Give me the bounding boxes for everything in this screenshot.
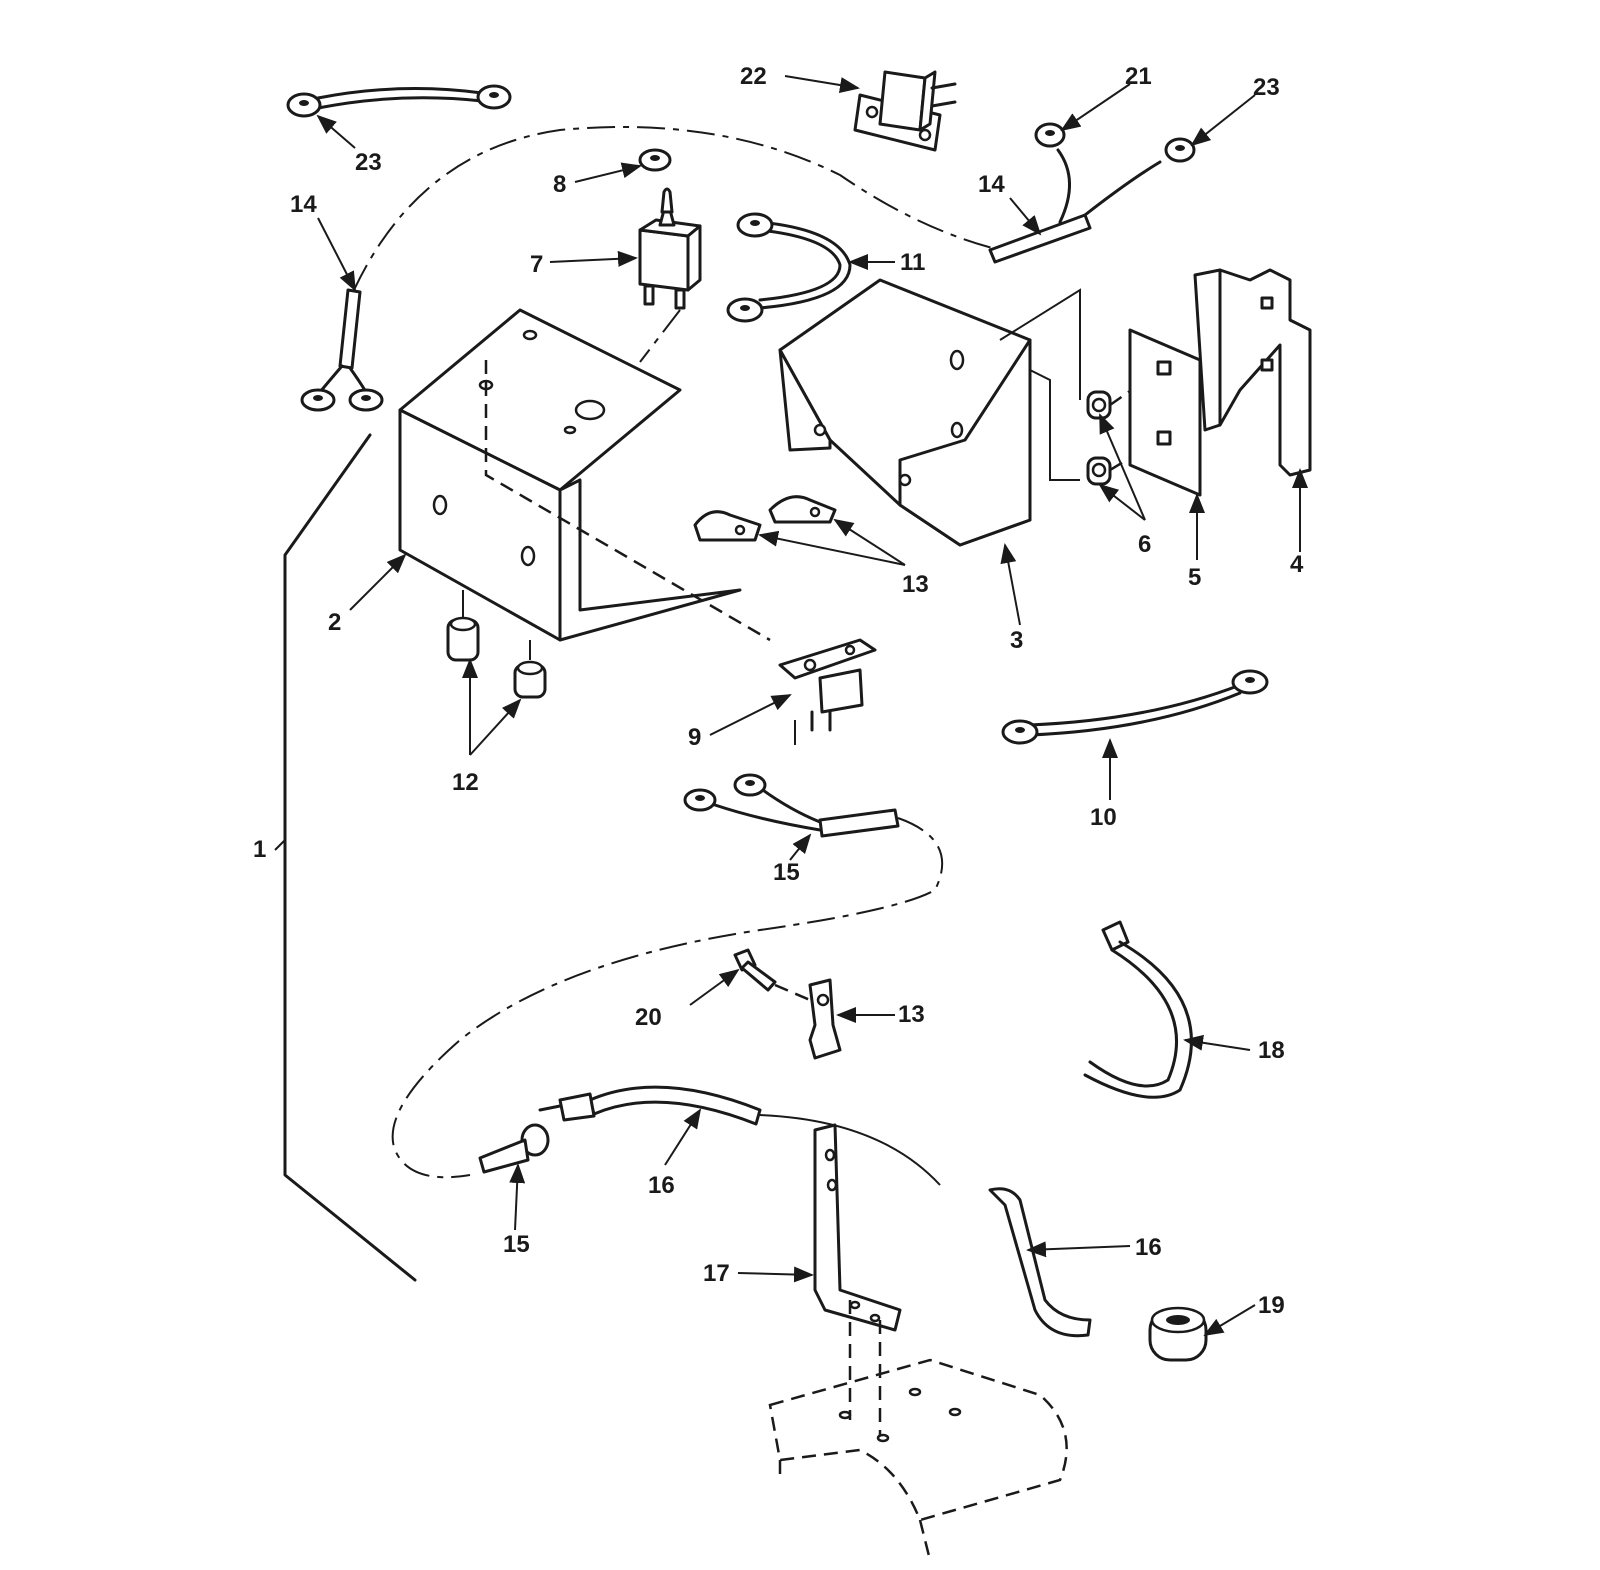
callout-15-upper: 15 <box>773 859 800 886</box>
callout-10: 10 <box>1090 804 1117 831</box>
wire-route-14 <box>353 126 1001 291</box>
assembly-bracket-line-1 <box>283 433 417 1282</box>
callout-2: 2 <box>328 609 341 636</box>
grommet-12 <box>446 590 547 699</box>
callout-23-right: 23 <box>1253 74 1280 101</box>
relay-22 <box>853 70 957 152</box>
mount-line-2 <box>484 360 771 642</box>
callout-16-left: 16 <box>648 1172 675 1199</box>
callout-3: 3 <box>1010 627 1023 654</box>
bracket-17 <box>813 1123 902 1332</box>
mount-line-3b <box>1029 369 1080 481</box>
callout-14-right: 14 <box>978 171 1005 198</box>
strap-20 <box>1083 920 1193 1099</box>
callout-13-pair: 13 <box>902 571 929 598</box>
grommet-19 <box>1148 1306 1208 1362</box>
callout-1: 1 <box>253 836 266 863</box>
callout-5: 5 <box>1188 564 1201 591</box>
callout-22: 22 <box>740 63 767 90</box>
callout-18: 20 <box>635 1004 662 1031</box>
callout-15-lower: 15 <box>503 1231 530 1258</box>
clamp-13-pair <box>693 495 837 542</box>
wiring-harness-14-right <box>988 122 1196 264</box>
relay-9 <box>778 638 877 745</box>
callout-20: 18 <box>1258 1037 1285 1064</box>
wire-route-16 <box>759 1114 941 1186</box>
callout-4: 4 <box>1290 551 1304 578</box>
washer-8 <box>638 148 672 172</box>
callout-6: 6 <box>1138 531 1151 558</box>
switch-mount-line <box>639 309 681 363</box>
cable-10 <box>1001 669 1269 745</box>
callout-19: 19 <box>1258 1292 1285 1319</box>
wiring-harness-16 <box>478 1085 762 1174</box>
callout-17: 17 <box>703 1260 730 1287</box>
leader-lines <box>274 75 1308 1337</box>
wiring-harness-14-left <box>300 288 384 412</box>
bracket-2 <box>398 308 742 642</box>
callout-9: 9 <box>688 724 701 751</box>
bolt-line-18 <box>774 983 811 1002</box>
callout-21: 21 <box>1125 63 1152 90</box>
callout-11: 11 <box>900 249 925 276</box>
plate-5 <box>1128 328 1202 497</box>
callout-16-right: 16 <box>1135 1234 1162 1261</box>
wiring-harness-15-upper <box>683 773 900 838</box>
mounting-surface <box>768 1358 1068 1561</box>
ground-strap-23-left <box>286 84 512 118</box>
strap-16 <box>988 1187 1092 1338</box>
toggle-switch-7 <box>638 187 702 310</box>
callout-12: 12 <box>452 769 479 796</box>
bolt-18 <box>733 948 777 992</box>
channel-bracket-4 <box>1193 268 1312 477</box>
callout-7: 7 <box>530 251 543 278</box>
mount-line-3 <box>999 288 1081 400</box>
callout-14-left: 14 <box>290 191 317 218</box>
cover-3 <box>778 278 1032 547</box>
cable-11 <box>726 212 852 323</box>
callout-8: 8 <box>553 171 566 198</box>
callout-23-left: 23 <box>355 149 382 176</box>
callout-13-single: 13 <box>898 1001 925 1028</box>
clamp-13-single <box>808 978 842 1060</box>
wire-route-15 <box>391 817 944 1179</box>
